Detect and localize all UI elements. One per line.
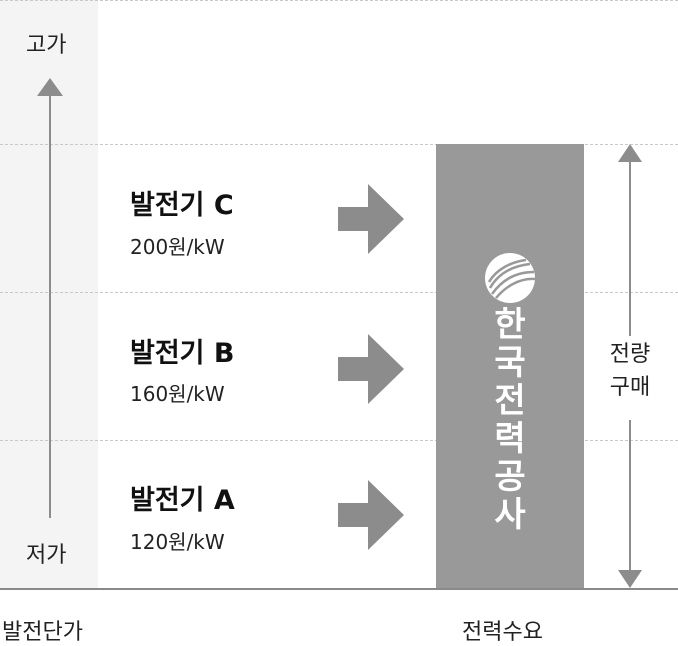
kepco-name-char: 력 [494, 419, 526, 459]
price-high-label: 고가 [26, 33, 67, 58]
kepco-name-char: 사 [494, 495, 526, 535]
baseline [0, 588, 678, 590]
generator-c-price: 200원/kW [130, 235, 225, 259]
arrow-right-icon [338, 480, 404, 550]
demand-label: 전력수요 [462, 620, 543, 645]
kepco-name-char: 공 [494, 457, 526, 497]
gridline [0, 292, 678, 293]
generator-a-name: 발전기 A [130, 485, 235, 516]
generator-b-name: 발전기 B [130, 338, 235, 369]
arrow-right-icon [338, 334, 404, 404]
generator-a-price: 120원/kW [130, 530, 225, 554]
generator-b-price: 160원/kW [130, 382, 225, 406]
kepco-name: 한 국 전 력 공 사 [482, 306, 538, 534]
kepco-name-char: 한 [494, 305, 526, 345]
kepco-name-char: 전 [494, 381, 526, 421]
generator-c-name: 발전기 C [130, 190, 234, 221]
price-axis-title: 발전단가 [2, 620, 83, 645]
kepco-logo-icon [485, 253, 536, 303]
purchase-range-arrow [618, 144, 642, 588]
arrow-right-icon [338, 184, 404, 254]
kepco-name-char: 국 [494, 343, 526, 383]
purchase-label-line1: 전량 [609, 342, 651, 367]
price-axis-arrow [37, 78, 63, 518]
kepco-bar [436, 144, 584, 588]
price-low-label: 저가 [26, 543, 67, 568]
gridline [0, 0, 678, 1]
gridline [0, 440, 678, 441]
purchase-label-line2: 구매 [609, 375, 651, 400]
gridline [0, 144, 678, 145]
